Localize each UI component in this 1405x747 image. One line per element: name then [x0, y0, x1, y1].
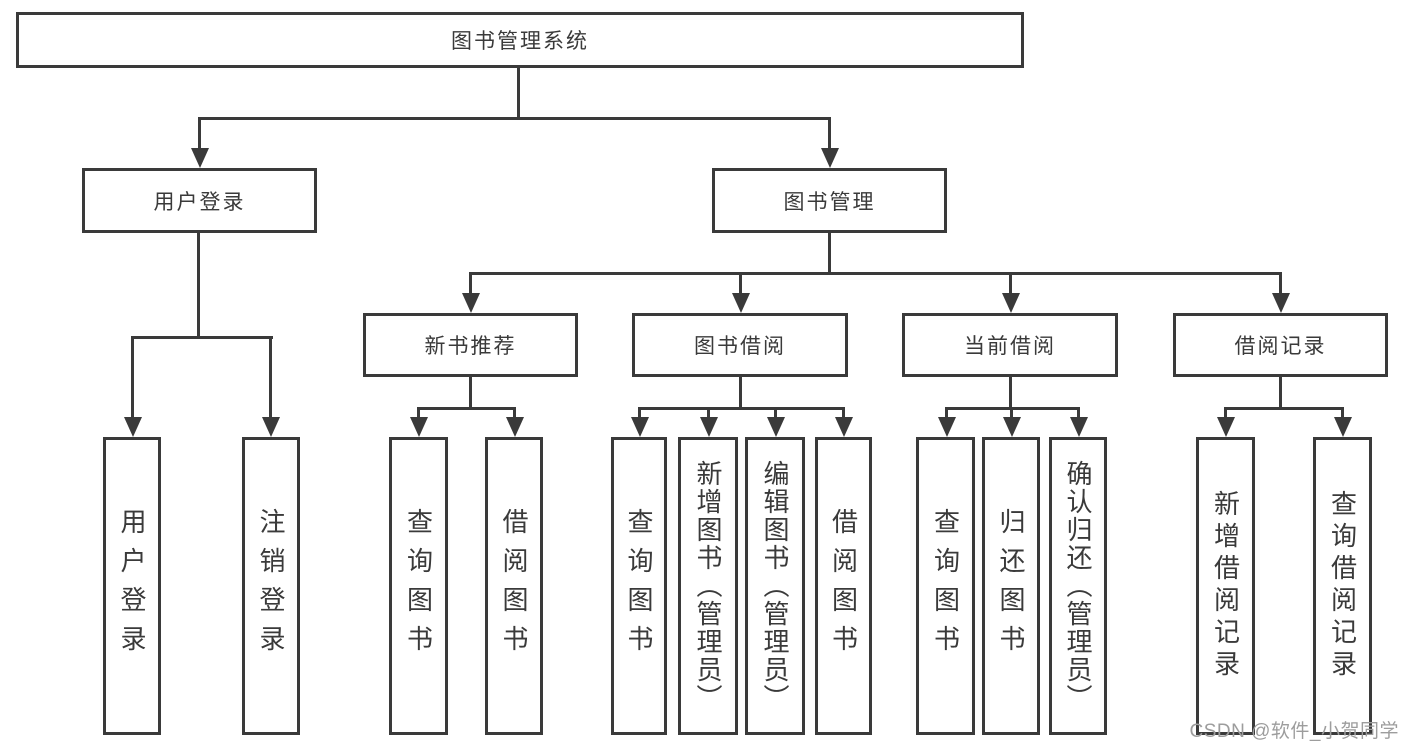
leaf-user-login: 用户登录 — [103, 437, 161, 735]
node-new-book-recommendation-label: 新书推荐 — [424, 335, 517, 358]
leaf-return-books: 归还图书 — [982, 437, 1040, 735]
node-book-borrowing-label: 图书借阅 — [694, 335, 786, 358]
connector-line — [469, 272, 1282, 275]
connector-arrow — [131, 336, 134, 417]
leaf-query-books: 查询图书 — [389, 437, 448, 735]
node-library-management-system-label: 图书管理系统 — [451, 30, 589, 53]
leaf-borrow-books-2: 借阅图书 — [815, 437, 872, 735]
connector-arrow — [198, 117, 201, 148]
leaf-confirm-return-admin: 确认归还（管理员） — [1049, 437, 1107, 735]
node-book-management-label: 图书管理 — [783, 190, 876, 214]
connector-line — [198, 117, 831, 120]
leaf-add-books-admin: 新增图书（管理员） — [678, 437, 738, 735]
leaf-query-books-3: 查询图书 — [916, 437, 975, 735]
leaf-borrow-books-2-label: 借阅图书 — [828, 508, 859, 664]
node-book-management: 图书管理 — [712, 168, 947, 233]
node-library-management-system: 图书管理系统 — [16, 12, 1024, 68]
connector-arrow — [269, 336, 272, 417]
connector-arrow — [842, 407, 845, 417]
connector-line — [828, 233, 831, 275]
leaf-query-books-2: 查询图书 — [611, 437, 667, 735]
connector-arrow — [774, 407, 777, 417]
connector-arrow — [1009, 272, 1012, 293]
connector-arrow — [1279, 272, 1282, 293]
leaf-query-books-label: 查询图书 — [403, 508, 434, 664]
connector-line — [469, 377, 472, 410]
leaf-user-login-label: 用户登录 — [117, 508, 147, 664]
leaf-borrow-books: 借阅图书 — [485, 437, 543, 735]
node-user-login-label: 用户登录 — [153, 190, 246, 214]
connector-line — [1224, 407, 1344, 410]
leaf-logout-label: 注销登录 — [256, 508, 286, 664]
node-borrowing-records-label: 借阅记录 — [1234, 335, 1327, 358]
connector-arrow — [739, 272, 742, 293]
connector-arrow — [417, 407, 420, 417]
connector-arrow — [828, 117, 831, 148]
leaf-edit-books-admin-label: 编辑图书（管理员） — [760, 460, 790, 712]
connector-line — [417, 407, 516, 410]
leaf-return-books-label: 归还图书 — [996, 508, 1026, 664]
connector-line — [131, 336, 273, 339]
leaf-query-books-2-label: 查询图书 — [624, 508, 654, 664]
leaf-add-borrow-record: 新增借阅记录 — [1196, 437, 1255, 735]
connector-arrow — [1224, 407, 1227, 417]
connector-arrow — [1077, 407, 1080, 417]
connector-arrow — [513, 407, 516, 417]
node-book-borrowing: 图书借阅 — [632, 313, 848, 377]
node-current-borrowing: 当前借阅 — [902, 313, 1118, 377]
connector-line — [1009, 377, 1012, 410]
leaf-query-borrow-record: 查询借阅记录 — [1313, 437, 1372, 735]
connector-line — [739, 377, 742, 410]
node-borrowing-records: 借阅记录 — [1173, 313, 1388, 377]
leaf-query-borrow-record-label: 查询借阅记录 — [1327, 490, 1358, 682]
connector-arrow — [707, 407, 710, 417]
leaf-query-books-3-label: 查询图书 — [930, 508, 961, 664]
leaf-logout: 注销登录 — [242, 437, 300, 735]
node-current-borrowing-label: 当前借阅 — [964, 335, 1056, 358]
connector-arrow — [1010, 407, 1013, 417]
leaf-borrow-books-label: 借阅图书 — [499, 508, 529, 664]
connector-arrow — [1341, 407, 1344, 417]
connector-line — [517, 68, 520, 120]
connector-arrow — [945, 407, 948, 417]
connector-arrow — [638, 407, 641, 417]
leaf-add-books-admin-label: 新增图书（管理员） — [693, 460, 723, 712]
connector-line — [638, 407, 845, 410]
leaf-add-borrow-record-label: 新增借阅记录 — [1210, 490, 1241, 682]
connector-arrow — [469, 272, 472, 293]
connector-line — [1279, 377, 1282, 410]
node-new-book-recommendation: 新书推荐 — [363, 313, 578, 377]
csdn-watermark: CSDN @软件_小贺同学 — [1189, 721, 1399, 742]
connector-line — [197, 233, 200, 339]
node-user-login: 用户登录 — [82, 168, 317, 233]
leaf-edit-books-admin: 编辑图书（管理员） — [745, 437, 805, 735]
leaf-confirm-return-admin-label: 确认归还（管理员） — [1063, 460, 1093, 712]
